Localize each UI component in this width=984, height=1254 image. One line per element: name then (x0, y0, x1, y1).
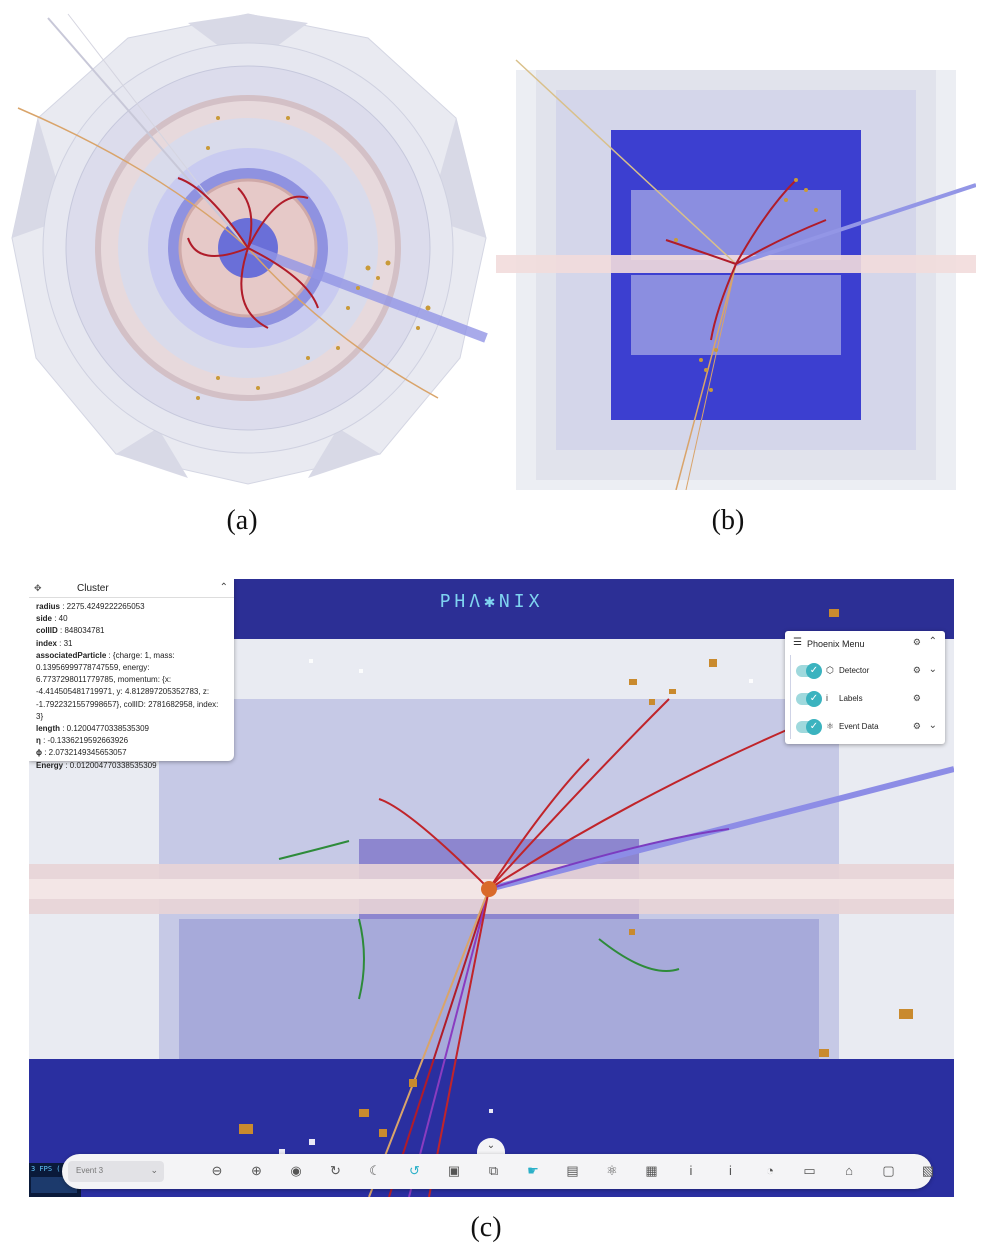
info-row-value: : -0.1336219592663926 (40, 736, 129, 746)
menu-item-label: Event Data (839, 722, 879, 731)
ar-icon[interactable]: ⌂ (845, 1163, 853, 1178)
info-icon[interactable]: i (689, 1163, 693, 1178)
info-panel-title: Cluster (77, 583, 109, 594)
info-row-value: : 0.12004770338535309 (60, 724, 149, 734)
menu-item-event-data[interactable]: ✓ ⚛ Event Data ⚙ ⌄ (785, 715, 945, 739)
menu-tree-line (790, 655, 791, 739)
info-row-value: : 2.0732149345653057 (42, 748, 127, 758)
film-icon[interactable]: ▦ (645, 1163, 658, 1178)
gear-icon[interactable]: ⚙ (912, 665, 921, 675)
info-row: associatedParticle : {charge: 1, mass: 0… (36, 650, 227, 723)
event-data-icon[interactable]: ⚛ (606, 1163, 618, 1178)
event-selector[interactable]: Event 3 ⌄ (68, 1161, 164, 1182)
info-panel-header[interactable]: ✥ Cluster ⌃ (29, 579, 234, 598)
info-row-key: associatedParticle (36, 650, 107, 660)
visibility-toggle[interactable]: ✓ (796, 663, 822, 679)
detector-longitudinal-view (496, 50, 976, 490)
chevron-up-icon[interactable]: ⌃ (928, 636, 937, 647)
chevron-down-icon[interactable]: ⌄ (928, 720, 937, 731)
info-row-key: radius (36, 602, 61, 611)
toolbar-collapse-button[interactable]: ⌄ (477, 1138, 505, 1154)
gear-icon[interactable]: ⚙ (912, 637, 921, 647)
info-row-key: index (36, 638, 57, 648)
menu-item-labels[interactable]: ✓ i Labels ⚙ (785, 687, 945, 711)
info-row: length : 0.12004770338535309 (36, 723, 227, 735)
info-icon: i (826, 693, 828, 703)
info-row-key: ϕ (36, 748, 42, 758)
chevron-up-icon[interactable]: ⌃ (219, 582, 228, 593)
phoenix-menu: ☰ Phoenix Menu ⚙ ⌃ ✓ ⬡ Detector ⚙ ⌄ ✓ i Labels ⚙… (785, 631, 945, 744)
info-row: side : 40 (36, 613, 227, 625)
info-row-value: : 31 (56, 638, 73, 648)
gear-icon[interactable]: ⚙ (912, 693, 921, 703)
phoenix-logo: PHΛ✱NIX (439, 591, 544, 612)
atom-icon: ⚛ (826, 721, 835, 731)
screenshot-icon[interactable]: ▢ (882, 1163, 895, 1178)
info-row-value: : 2275.4249222265053 (60, 602, 145, 611)
visibility-toggle[interactable]: ✓ (796, 719, 822, 735)
info-row: index : 31 (36, 638, 227, 650)
eye-icon[interactable]: ◉ (290, 1163, 302, 1178)
info-row-value: : 848034781 (57, 626, 105, 636)
gear-icon[interactable]: ⚙ (912, 721, 921, 731)
rotate-active-icon[interactable]: ↺ (409, 1163, 420, 1178)
chevron-down-icon: ⌄ (150, 1165, 158, 1175)
visibility-toggle[interactable]: ✓ (796, 691, 822, 707)
info-row: η : -0.1336219592663926 (36, 735, 227, 747)
chevron-down-icon: ⌄ (486, 1140, 496, 1151)
pointer-icon[interactable]: ☛ (527, 1163, 539, 1178)
rotate-icon[interactable]: ↻ (330, 1163, 341, 1178)
caption-b: (b) (711, 505, 745, 536)
chevron-down-icon[interactable]: ⌄ (928, 664, 937, 675)
info-row-key: Energy (36, 760, 64, 770)
event-selector-value: Event 3 (76, 1166, 104, 1175)
info-row-key: η (36, 736, 41, 746)
vr-icon[interactable]: ▭ (803, 1163, 816, 1178)
phoenix-app-window: PHΛ✱NIX ✥ Cluster ⌃ radius : 2275.424922… (29, 579, 954, 1197)
caption-a: (a) (226, 505, 258, 536)
zoom-out-icon[interactable]: ⊖ (211, 1163, 223, 1178)
check-icon: ✓ (806, 663, 822, 679)
menu-item-label: Detector (839, 666, 870, 675)
info-alt-icon[interactable]: i (729, 1163, 732, 1178)
check-icon: ✓ (806, 719, 822, 735)
ui-toolbar: Event 3 ⌄ ⊖ ⊕ ◉ ↻ ☾ ↺ ▣ ⧉ ☛ ▤ ⚛ ▦ i i ◔ ▭ ⌂ ▢ ▧ (62, 1154, 934, 1189)
menu-item-label: Labels (839, 694, 863, 703)
detector-transverse-view (8, 8, 488, 488)
info-row: Energy : 0.012004770338535309 (36, 760, 227, 772)
info-row-key: length (36, 724, 60, 734)
save-file-icon[interactable]: ▧ (921, 1163, 935, 1178)
info-row-value: : 0.012004770338535309 (63, 760, 157, 770)
performance-icon[interactable]: ◔ (766, 1163, 774, 1178)
drag-handle-icon[interactable]: ✥ (34, 583, 42, 593)
info-row-value: : {charge: 1, mass: 0.13956999778747559,… (36, 650, 219, 721)
phoenix-menu-header[interactable]: ☰ Phoenix Menu ⚙ ⌃ (785, 631, 945, 655)
dark-theme-icon[interactable]: ☾ (369, 1163, 381, 1178)
list-icon: ☰ (793, 637, 802, 648)
overlay-icon[interactable]: ⧉ (488, 1163, 499, 1178)
cube-outline-icon: ⬡ (826, 665, 834, 675)
phoenix-menu-title: Phoenix Menu (807, 639, 865, 649)
info-row: radius : 2275.4249222265053 (36, 601, 227, 613)
panel-icon[interactable]: ▤ (566, 1163, 579, 1178)
info-row: ϕ : 2.0732149345653057 (36, 747, 227, 759)
info-row: collID : 848034781 (36, 625, 227, 637)
info-row-value: : 40 (52, 614, 68, 624)
fps-readout: 3 FPS ( (31, 1165, 61, 1173)
menu-item-detector[interactable]: ✓ ⬡ Detector ⚙ ⌄ (785, 659, 945, 683)
info-row-key: collID (36, 626, 58, 636)
zoom-in-icon[interactable]: ⊕ (251, 1163, 262, 1178)
info-row-key: side (36, 614, 53, 624)
caption-c: (c) (470, 1212, 502, 1243)
cube-icon[interactable]: ▣ (447, 1163, 461, 1178)
check-icon: ✓ (806, 691, 822, 707)
